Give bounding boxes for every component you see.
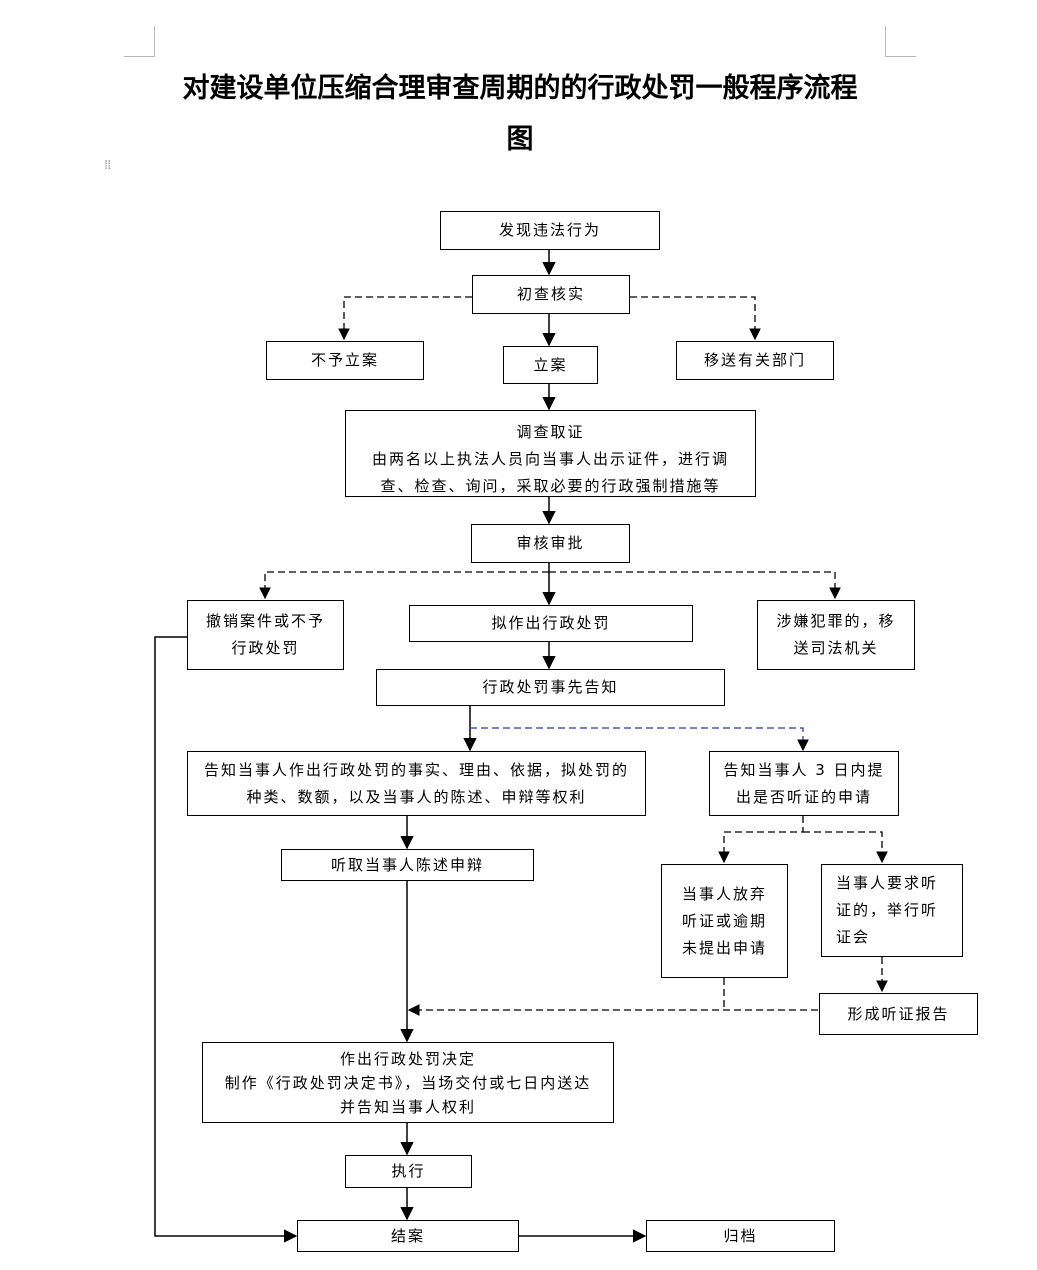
step-archive-label: 归档	[723, 1226, 758, 1245]
dashed-review-to-crime	[549, 571, 841, 600]
step-execute-label: 执行	[391, 1162, 426, 1180]
step-initial-check-label: 初查核实	[516, 285, 585, 303]
step-no-case: 不予立案	[266, 341, 424, 380]
step-notify-hearing: 告知当事人 3 日内提 出是否听证的申请	[709, 751, 899, 816]
step-revoke-case-line1: 撤销案件或不予	[205, 612, 325, 630]
step-propose-penalty-label: 拟作出行政处罚	[491, 614, 611, 632]
step-transfer-department: 移送有关部门	[676, 341, 834, 380]
step-notify-rights-line2: 种类、数额，以及当事人的陈述、申辩等权利	[246, 787, 587, 806]
step-no-case-label: 不予立案	[310, 351, 379, 369]
step-notify-rights: 告知当事人作出行政处罚的事实、理由、依据，拟处罚的 种类、数额，以及当事人的陈述…	[187, 751, 646, 816]
page-corner-mark-right	[885, 26, 916, 57]
step-investigate-title: 调查取证	[516, 423, 585, 441]
step-waive-hearing: 当事人放弃 听证或逾期 未提出申请	[661, 864, 788, 978]
dashed-review-to-revoke	[259, 571, 549, 600]
dashed-check-to-nocase	[338, 296, 472, 341]
step-file-case-label: 立案	[533, 355, 568, 374]
step-waive-hearing-line1: 当事人放弃	[681, 884, 767, 903]
step-transfer-department-label: 移送有关部门	[703, 351, 806, 369]
dashed-check-to-transfer	[630, 296, 761, 341]
step-transfer-judicial: 涉嫌犯罪的，移 送司法机关	[757, 600, 915, 670]
step-review-approve-label: 审核审批	[516, 534, 585, 552]
step-archive: 归档	[646, 1220, 835, 1252]
step-hear-statement: 听取当事人陈述申辩	[281, 849, 534, 881]
step-file-case: 立案	[503, 346, 598, 384]
step-request-hearing: 当事人要求听 证的，举行听 证会	[821, 864, 963, 957]
step-investigate-line1: 由两名以上执法人员向当事人出示证件，进行调	[371, 450, 729, 468]
step-investigate: 调查取证 由两名以上执法人员向当事人出示证件，进行调 查、检查、询问，采取必要的…	[345, 410, 756, 497]
step-notify-hearing-line1: 告知当事人 3 日内提	[723, 760, 885, 779]
step-transfer-judicial-line1: 涉嫌犯罪的，移	[776, 612, 896, 630]
step-revoke-case-line2: 行政处罚	[231, 639, 300, 657]
dashed-hearing-split-left	[718, 816, 804, 864]
step-revoke-case: 撤销案件或不予 行政处罚	[187, 600, 344, 670]
step-penalty-decision: 作出行政处罚决定 制作《行政处罚决定书》，当场交付或七日内送达 并告知当事人权利	[202, 1042, 614, 1123]
step-close-case: 结案	[297, 1220, 519, 1252]
step-close-case-label: 结案	[390, 1226, 425, 1245]
step-request-hearing-line1: 当事人要求听	[836, 874, 939, 892]
step-initial-check: 初查核实	[472, 275, 630, 314]
step-prior-notice: 行政处罚事先告知	[376, 669, 725, 706]
page-corner-mark-left	[124, 26, 155, 57]
step-waive-hearing-line2: 听证或逾期	[681, 911, 767, 930]
step-request-hearing-line2: 证的，举行听	[836, 901, 939, 919]
page-title-continuation: 图	[506, 124, 534, 155]
step-waive-hearing-line3: 未提出申请	[681, 938, 767, 957]
dashed-hearing-split-right	[803, 831, 888, 864]
step-review-approve: 审核审批	[471, 524, 630, 563]
step-discover-violation-label: 发现违法行为	[498, 221, 601, 239]
dashed-notice-to-hearing	[470, 727, 809, 752]
step-penalty-decision-line2: 并告知当事人权利	[339, 1097, 476, 1116]
step-request-hearing-line3: 证会	[836, 928, 871, 946]
step-hearing-report-label: 形成听证报告	[847, 1004, 950, 1023]
step-discover-violation: 发现违法行为	[440, 211, 660, 250]
step-hearing-report: 形成听证报告	[819, 993, 978, 1035]
step-execute: 执行	[345, 1155, 472, 1188]
arrow-revoke-to-close	[154, 636, 298, 1243]
table-move-handle-icon[interactable]: ⁞⁞	[104, 158, 111, 173]
step-transfer-judicial-line2: 送司法机关	[793, 639, 879, 657]
page-title: 对建设单位压缩合理审查周期的的行政处罚一般程序流程	[182, 73, 858, 104]
step-prior-notice-label: 行政处罚事先告知	[482, 678, 619, 696]
step-penalty-decision-line1: 制作《行政处罚决定书》，当场交付或七日内送达	[224, 1073, 592, 1092]
step-penalty-decision-title: 作出行政处罚决定	[339, 1049, 476, 1068]
step-propose-penalty: 拟作出行政处罚	[409, 605, 693, 642]
step-hear-statement-label: 听取当事人陈述申辩	[330, 855, 484, 874]
step-notify-hearing-line2: 出是否听证的申请	[735, 787, 872, 806]
step-investigate-line2: 查、检查、询问，采取必要的行政强制措施等	[380, 477, 721, 495]
step-notify-rights-line1: 告知当事人作出行政处罚的事实、理由、依据，拟处罚的	[203, 760, 629, 779]
